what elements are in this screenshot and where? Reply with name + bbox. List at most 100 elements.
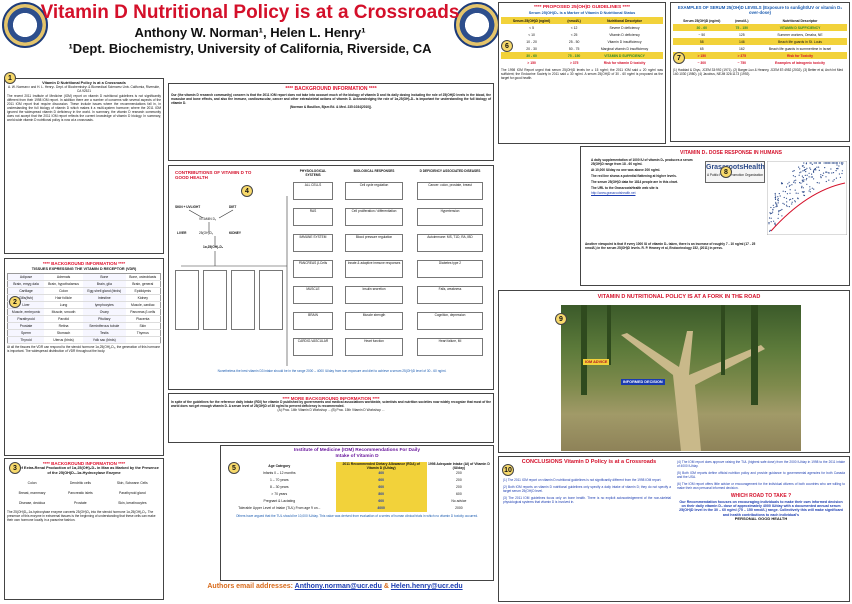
panel9-title: EXAMPLES OF SERUM 25(OH)D LEVELS (Exposu…	[677, 5, 843, 16]
table-cell: Prostate	[7, 322, 45, 331]
table-cell: > 375	[562, 59, 587, 67]
scatter-point	[811, 163, 813, 165]
table-cell: Gills(fish)	[7, 294, 45, 303]
table-cell: 125	[730, 31, 754, 39]
scatter-point	[829, 162, 831, 164]
ucr-seal-right	[454, 2, 500, 48]
system-cell: Cell proliferation / differentiation	[345, 208, 403, 226]
scatter-point	[799, 182, 801, 184]
conclusion-item: (6) The IOM report offers little advice …	[677, 481, 845, 490]
panel4-cite: (Norman & Bouillon, Bjsm Ed. & Med. 235:…	[289, 104, 373, 109]
background-panel-4: **** BACKGROUND INFORMATION **** Our (th…	[168, 83, 494, 161]
table-cell: 146	[730, 38, 754, 46]
scatter-point	[788, 206, 790, 208]
scatter-point	[810, 162, 812, 164]
e-col-desc: Nutritional Descriptor	[782, 18, 818, 23]
table-cell: Breast, mammary	[18, 490, 46, 495]
extrarenal-table-title: Sites of Extra-Renal Production of 1α,25…	[9, 466, 159, 476]
scatter-point	[820, 174, 822, 176]
iom-panel: Institute of Medicine (IOM) Recommendati…	[220, 445, 494, 581]
scatter-point	[777, 202, 779, 204]
scatter-point	[783, 196, 785, 199]
table-cell: lymphocytes	[83, 301, 126, 310]
conclusions-title: CONCLUSIONS Vitamin D Policy is at a Cro…	[521, 459, 657, 465]
scatter-point	[797, 197, 799, 199]
table-cell: Colon	[27, 480, 37, 485]
authors: Anthony W. Norman¹, Helen L. Henry¹	[134, 25, 366, 40]
scatter-point	[819, 162, 821, 164]
table-cell: Parathyroid gland	[119, 490, 146, 495]
scatter-point	[830, 168, 832, 170]
scatter-point	[791, 201, 793, 203]
dose-bullet: A daily supplementation of 1000 IU of vi…	[591, 158, 693, 166]
table-cell: Egg shell gland (birds)	[83, 287, 126, 296]
table-cell: Bone, osteoblasts	[125, 273, 161, 282]
scatter-point	[770, 206, 772, 209]
table-cell: 75 - 150	[562, 52, 587, 60]
panel-number-6: 6	[501, 40, 513, 52]
affiliation: ¹Dept. Biochemistry, University of Calif…	[68, 41, 432, 56]
scatter-point	[813, 168, 816, 170]
system-cell: Falls, weakness	[417, 286, 483, 304]
scatter-point	[806, 174, 808, 176]
table-cell: Ovary	[83, 308, 126, 317]
table-cell: Beach life guards in summertime in Israe…	[753, 45, 847, 53]
scatter-point	[811, 176, 814, 178]
conclusion-item: (4) The IOM report does approve raising …	[677, 460, 845, 468]
table-cell: Sperm	[7, 329, 45, 338]
table-cell: < 5	[501, 24, 563, 32]
scatter-point	[813, 171, 815, 173]
system-cell: Heart function	[345, 338, 403, 356]
table-cell: No advice	[451, 499, 467, 504]
scatter-point	[804, 174, 806, 176]
scatter-point	[781, 182, 783, 184]
scatter-point	[801, 179, 803, 181]
scatter-point	[772, 208, 774, 210]
email-henry[interactable]: Helen.henry@ucr.edu	[390, 583, 463, 590]
scatter-point	[826, 162, 828, 164]
scatter-point	[791, 203, 793, 205]
scatter-point	[841, 170, 843, 172]
scatter-point	[825, 171, 827, 173]
scatter-point	[809, 167, 811, 169]
conclusion-item: (3) The 2011 IOM guidelines focus only o…	[503, 495, 671, 504]
logo-sub: A Public Health Promotion Organization	[707, 173, 763, 177]
grassroots-url[interactable]: http://www.grassrootshealth.net	[591, 191, 636, 196]
scatter-point	[802, 177, 804, 179]
scatter-point	[799, 168, 801, 170]
panel-number-5: 5	[228, 462, 240, 474]
table-cell: Brain, hypothalamus	[44, 280, 84, 289]
panel5-title: CONTRIBUTIONS OF VITAMIN D TO GOOD HEALT…	[175, 170, 252, 181]
background-panel-6: **** MORE BACKGROUND INFORMATION **** In…	[168, 393, 494, 443]
panel-number-10: 10	[502, 464, 514, 476]
dose-response-panel: VITAMIN D₃ DOSE RESPONSE IN HUMANS A dai…	[580, 146, 850, 286]
abstract-heading: Vitamin D Nutritional Policy is at a Cro…	[42, 81, 126, 85]
table-cell: 600	[335, 476, 427, 484]
scatter-point	[822, 174, 824, 177]
scatter-point	[792, 198, 794, 200]
scatter-point	[832, 180, 834, 182]
table-cell: 200	[456, 478, 462, 483]
scatter-point	[769, 230, 771, 232]
table-cell: Cartilage	[7, 287, 45, 296]
scatter-point	[810, 168, 812, 170]
table-cell: Hair follicle	[44, 294, 84, 303]
flow-25d: 25(OH)D₃	[199, 231, 214, 235]
poster-title: Vitamin D Nutritional Policy is at a Cro…	[40, 2, 460, 23]
email-norman[interactable]: Anthony.norman@ucr.edu	[294, 583, 382, 590]
ucr-seal-left	[2, 2, 48, 48]
scatter-point	[769, 213, 772, 215]
system-cell: Cognition, depression	[417, 312, 483, 330]
sign-iom: IOM ADVICE	[583, 359, 610, 365]
scatter-point	[801, 165, 804, 167]
scatter-point	[805, 179, 807, 181]
scatter-point	[783, 203, 785, 205]
panel9-refs: (1) Haddad & Chyu, JCEM 33:992 (1971). (…	[673, 68, 844, 77]
